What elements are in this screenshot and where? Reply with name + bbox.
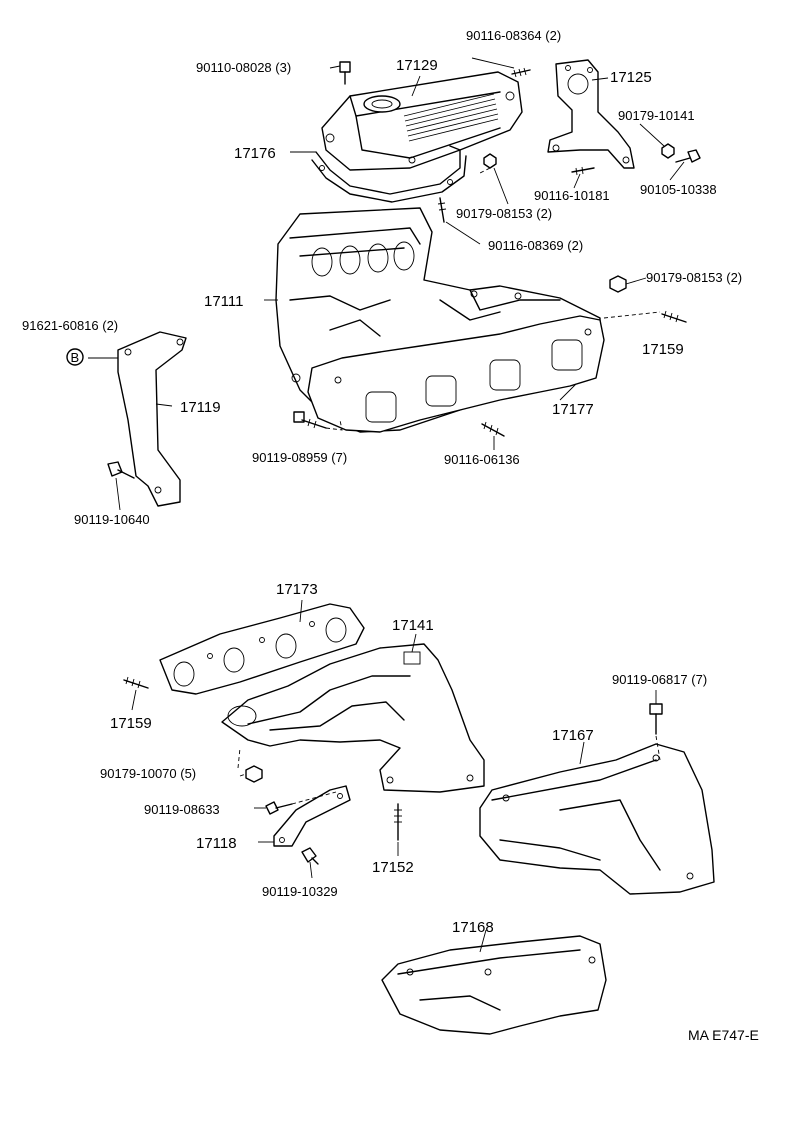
fasteners: B [66, 61, 701, 865]
label-17152: 17152 [372, 859, 414, 876]
exhaust-gasket-17173 [159, 603, 365, 695]
stud-90116-06136-icon [481, 421, 505, 437]
heat-insulator-17167 [479, 743, 715, 895]
label-90179-08153-a: 90179-08153 (2) [456, 206, 552, 221]
label-90119-10640: 90119-10640 [74, 512, 150, 527]
b-marker-label: B [71, 350, 80, 365]
bolt-90110-08028-icon [339, 61, 351, 85]
stud-17159-lower-icon [123, 676, 149, 689]
label-90116-08364: 90116-08364 (2) [466, 28, 561, 43]
stay-17119 [117, 331, 187, 507]
part-labels: 90116-08364 (2) 90110-08028 (3) 17129 17… [22, 28, 759, 1043]
label-90179-10141: 90179-10141 [618, 108, 695, 123]
nut-90179-10070-icon [245, 765, 263, 783]
label-90179-08153-b: 90179-08153 (2) [646, 270, 742, 285]
label-17159-a: 17159 [642, 341, 684, 358]
label-90119-10329: 90119-10329 [262, 884, 338, 899]
bolt-90119-08959-icon [293, 411, 327, 429]
stud-17159-upper-icon [661, 310, 687, 323]
nut-90179-08153-upper-icon [483, 153, 497, 169]
label-17173: 17173 [276, 581, 318, 598]
label-17111: 17111 [204, 293, 244, 310]
label-17125: 17125 [610, 69, 652, 86]
label-17118: 17118 [196, 835, 237, 852]
bracket-17125 [547, 59, 635, 169]
stud-90116-08369-icon [437, 197, 447, 223]
label-90105-10338: 90105-10338 [640, 182, 717, 197]
label-90110-08028: 90110-08028 (3) [196, 60, 291, 75]
label-90119-06817: 90119-06817 (7) [612, 672, 707, 687]
label-17177: 17177 [552, 401, 594, 418]
label-91621-60816: 91621-60816 (2) [22, 318, 118, 333]
nut-90179-08153-right-icon [609, 275, 627, 293]
stay-17118 [273, 785, 351, 847]
label-17119: 17119 [180, 399, 221, 416]
reference-code: MA E747-E [688, 1027, 759, 1043]
leader-lines [88, 57, 685, 953]
bolt-90105-10338-icon [675, 149, 701, 163]
label-17141: 17141 [392, 617, 434, 634]
cam-cover-ribs [403, 93, 499, 142]
label-17176: 17176 [234, 145, 276, 162]
label-90119-08959: 90119-08959 (7) [252, 450, 347, 465]
bolt-90119-08633-icon [265, 801, 293, 815]
exhaust-manifold-17141 [221, 643, 485, 793]
label-17159-b: 17159 [110, 715, 152, 732]
stud-17152-icon [394, 803, 402, 841]
label-90116-06136: 90116-06136 [444, 452, 520, 467]
bolt-90119-06817-icon [649, 703, 663, 735]
label-90116-08369: 90116-08369 (2) [488, 238, 583, 253]
label-90119-08633: 90119-08633 [144, 802, 220, 817]
label-90179-10070: 90179-10070 (5) [100, 766, 196, 781]
stud-90116-08364-icon [511, 67, 531, 78]
nut-90179-10141-icon [661, 143, 675, 159]
stud-90116-10181-icon [571, 166, 595, 176]
bolt-90119-10329-icon [301, 847, 319, 865]
label-17129: 17129 [396, 57, 438, 74]
lower-insulator-17168 [381, 935, 607, 1035]
label-17167: 17167 [552, 727, 594, 744]
cover-gasket-17176 [311, 145, 467, 203]
b-marker-icon: B [66, 348, 84, 366]
cam-cover-17129 [321, 71, 523, 171]
manifold-gasket-17177 [307, 315, 605, 433]
bolt-90119-10640-icon [107, 461, 135, 479]
label-90116-10181: 90116-10181 [534, 188, 610, 203]
label-17168: 17168 [452, 919, 494, 936]
